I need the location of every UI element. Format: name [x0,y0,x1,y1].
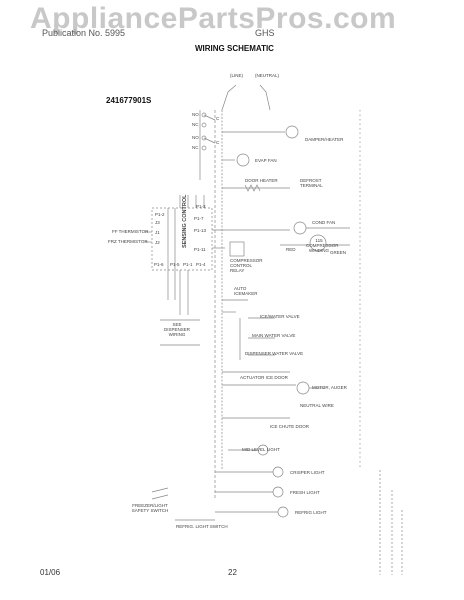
page-title: WIRING SCHEMATIC [195,44,274,53]
label-refrig-light: REFRIG LIGHT [295,510,327,515]
label-p1-7: P1-7 [194,216,204,221]
label-damper: DAMPER/HEATER [305,137,344,142]
label-c-1: C [216,116,220,121]
label-frz-thermistor: FRZ THERMISTOR [108,239,148,244]
label-red: RED [286,247,296,252]
footer-page: 22 [228,568,237,577]
label-auto-icemaker: AUTO ICEMAKER [234,286,258,296]
watermark: AppliancePartsPros.com [30,2,397,35]
label-p1-13: P1-13 [194,228,207,233]
label-refrig-light-switch: REFRIG. LIGHT SWITCH [176,524,228,529]
label-sensing-control: SENSING CONTROL [182,194,188,248]
label-compressor-relay: COMPRESSOR CONTROL RELAY [230,258,263,273]
label-no-1: NO [192,112,199,117]
label-no-2: NO [192,135,199,140]
publication-number: Publication No. 5995 [42,28,126,38]
label-door-heater: DOOR HEATER [245,178,278,183]
label-see-dispenser: SEE DISPENSER WIRING [163,322,190,337]
label-neutral-wire: NEUTRAL WIRE [300,403,334,408]
label-j1: J1 [155,230,160,235]
label-fresh-light: FRESH LIGHT [290,490,320,495]
label-p1-6: P1-6 [154,262,164,267]
label-defrost-terminal: DEFROST TERMINAL [300,178,323,188]
footer-date: 01/06 [40,568,61,577]
label-p1-1: P1-1 [183,262,193,267]
label-j3: J3 [155,220,160,225]
label-actuator-ice-door: ACTUATOR ICE DOOR [240,375,288,380]
label-freezer-safety-switch: FREEZER/LIGHT SAFETY SWITCH [131,503,169,513]
model-code: GHS [255,28,275,38]
label-ff-thermistor: FF THERMISTOR [112,229,149,234]
part-number: 241677901S [106,96,152,105]
label-motor-auger: MOTOR, AUGER [312,385,347,390]
label-p1-5: P1-5 [170,262,180,267]
label-mid-level-light: MID LEVEL LIGHT [242,447,280,452]
label-evap-fan: EVAP FAN [255,158,277,163]
label-crisper-light: CRISPER LIGHT [290,470,325,475]
label-c-2: C [216,140,220,145]
label-dispenser-water-valve: DISPENSER WATER VALVE [245,351,304,356]
label-neutral: (NEUTRAL) [255,73,280,78]
label-j2: J2 [155,240,160,245]
label-line: (LINE) [230,73,244,78]
label-compressor: 115 COMPRESSOR WINDING [306,238,339,253]
label-p1-11: P1-11 [194,247,206,252]
label-p1-2: P1-2 [155,212,165,217]
label-main-water-valve: MAIN WATER VALVE [252,333,296,338]
label-nc-1: NC [192,122,199,127]
label-nc-2: NC [192,145,199,150]
label-cond-fan: COND FAN [312,220,336,225]
label-ice-water-valve: ICE/WATER VALVE [260,314,300,319]
label-ice-door: ICE CHUTE DOOR [270,424,310,429]
label-p1-3: P1-3 [196,204,206,209]
label-p1-4: P1-4 [196,262,206,267]
label-green: GREEN [330,250,347,255]
